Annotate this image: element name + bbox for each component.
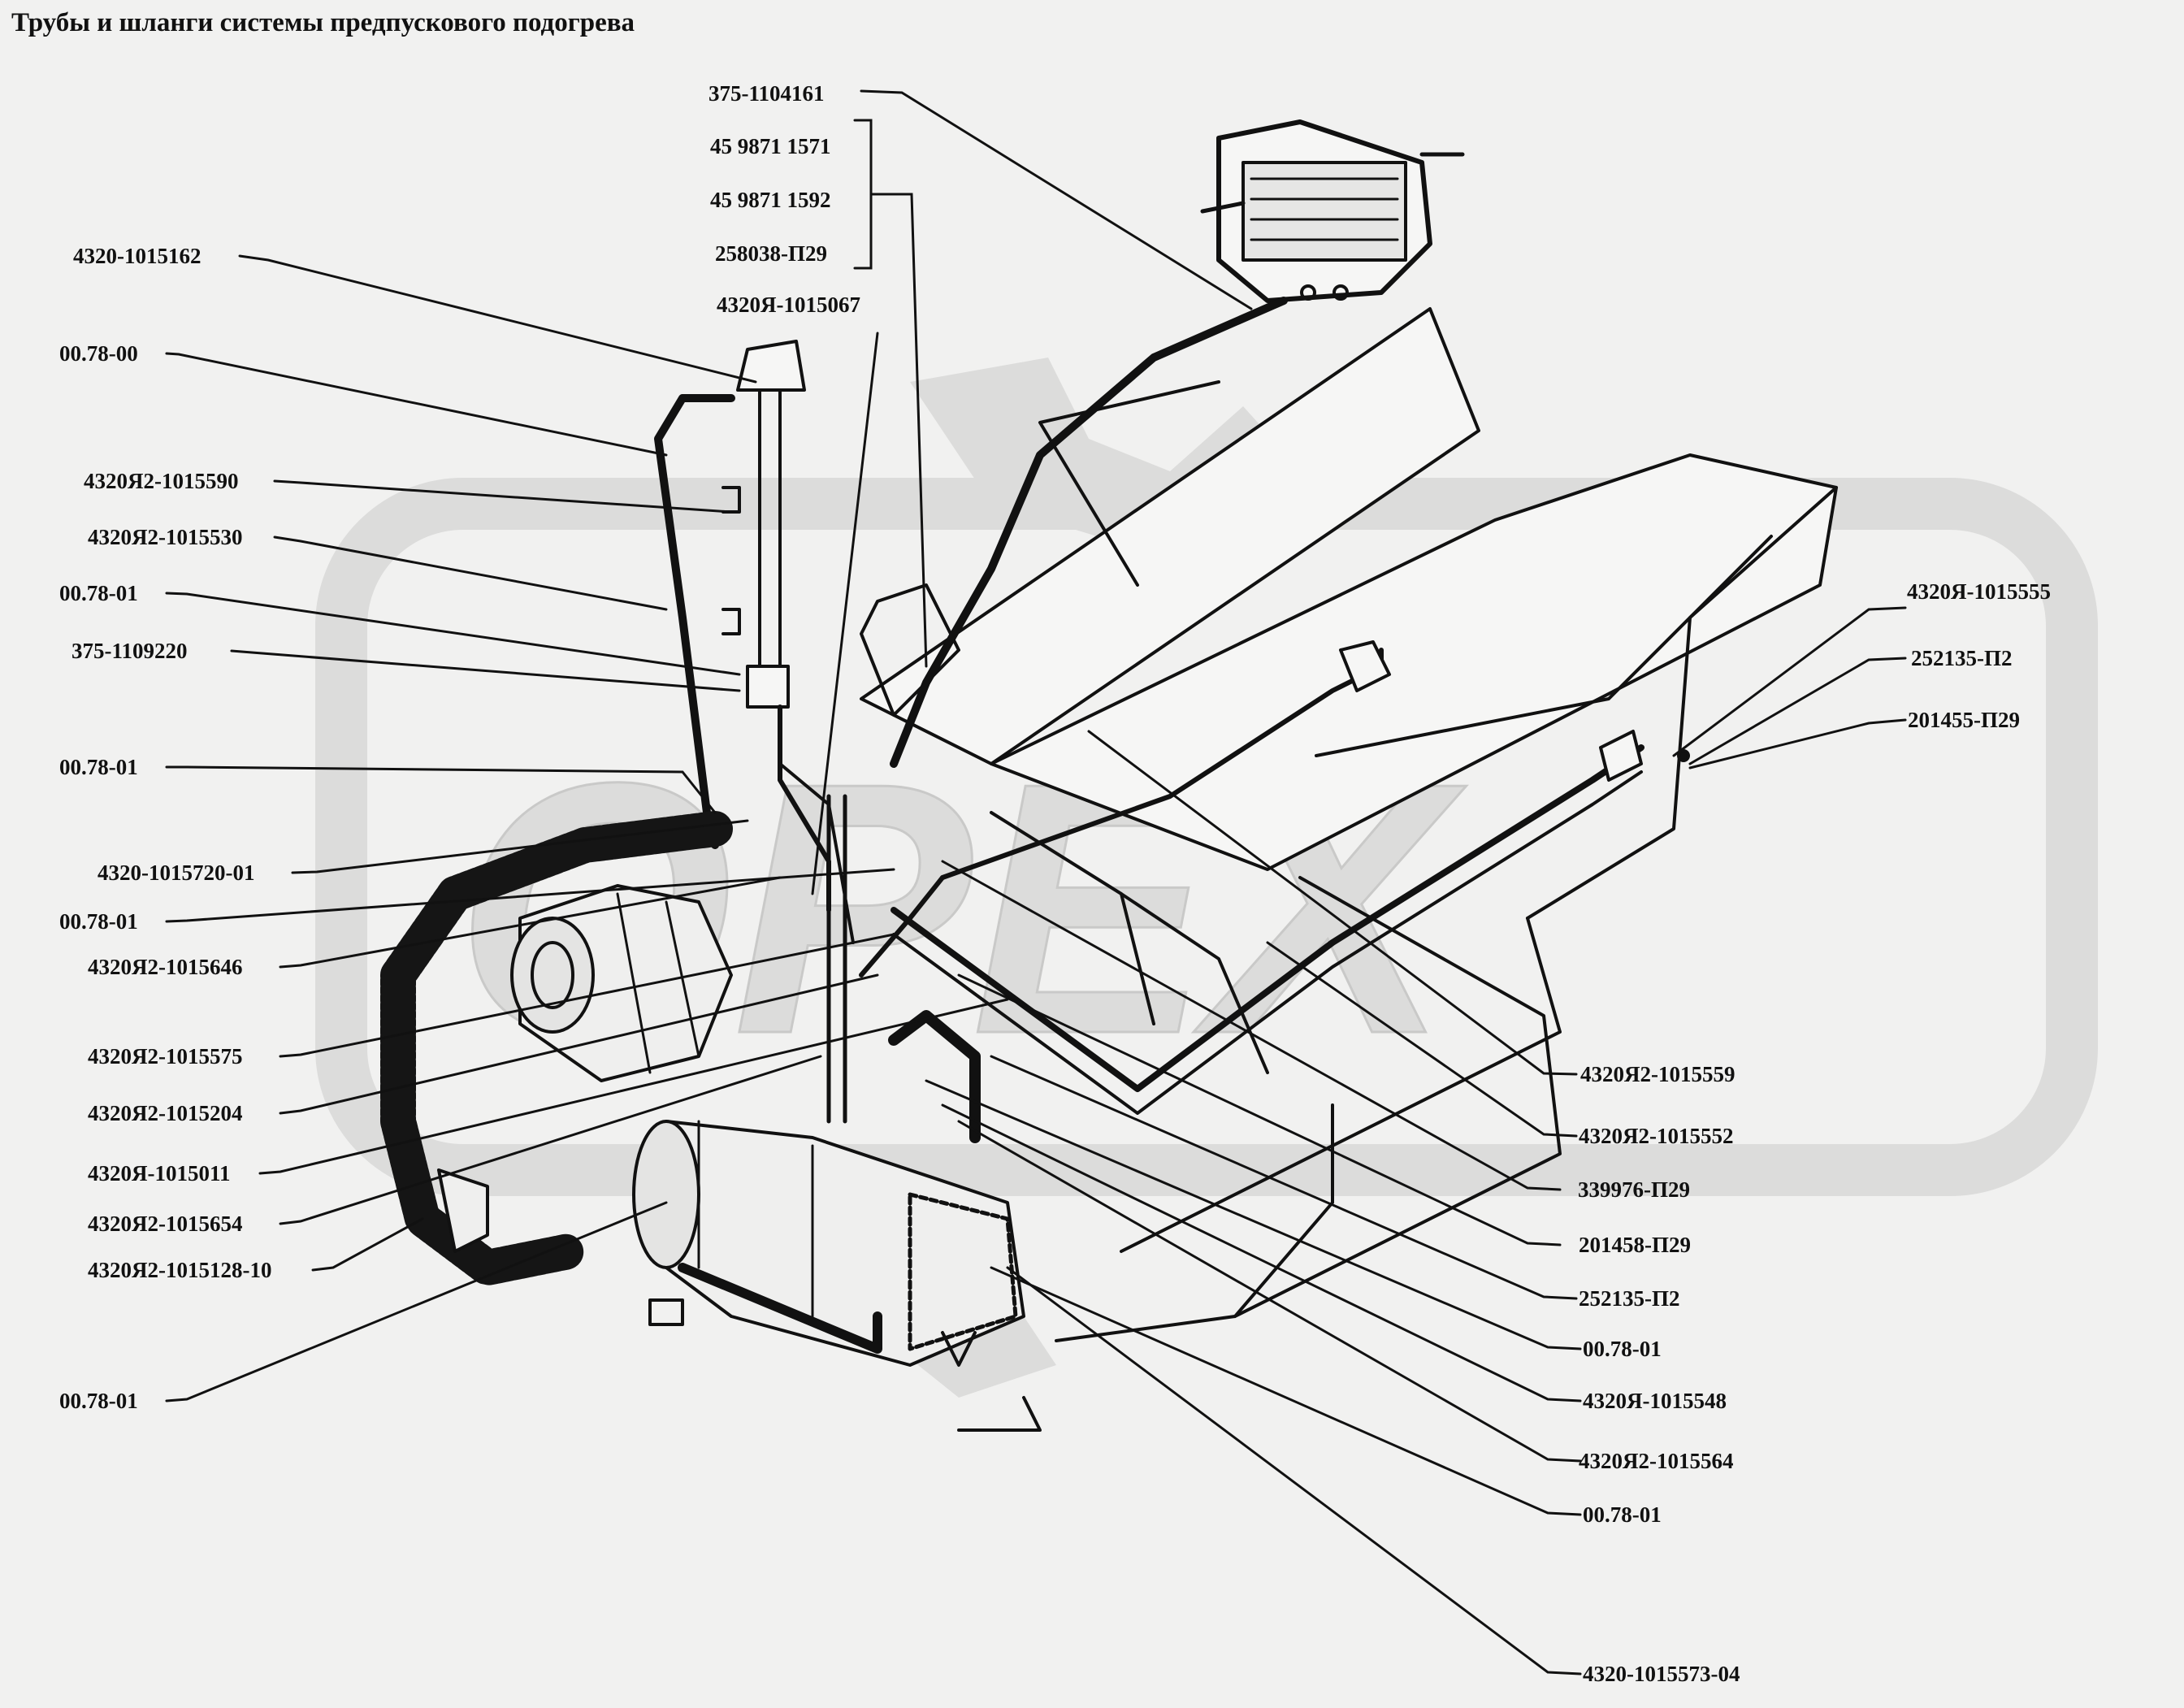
- callout-c4: 258038-П29: [715, 241, 827, 266]
- callout-c17: 4320Я2-1015204: [88, 1101, 243, 1125]
- page-title: Трубы и шланги системы предпускового под…: [11, 8, 635, 37]
- callout-c14: 00.78-01: [59, 909, 138, 934]
- expansion-tank: [1200, 119, 1465, 303]
- leader-c28: [957, 973, 1562, 1246]
- pump-assembly: [632, 1120, 1025, 1367]
- hose-tank-line: [890, 297, 1288, 768]
- leader-c15: [279, 876, 782, 969]
- leader-c22: [1672, 606, 1907, 757]
- hose-large-loop: [380, 811, 733, 1285]
- callout-c32: 4320Я2-1015564: [1579, 1449, 1734, 1473]
- callout-c26: 4320Я2-1015552: [1579, 1124, 1734, 1148]
- leader-c17: [279, 973, 879, 1115]
- pipe-vertical-center: [826, 794, 847, 1124]
- callout-c31: 4320Я-1015548: [1583, 1389, 1727, 1413]
- callout-c34: 4320-1015573-04: [1583, 1662, 1740, 1686]
- leader-c13: [291, 819, 749, 874]
- callout-c15: 4320Я2-1015646: [88, 955, 243, 979]
- leader-c19: [279, 1055, 822, 1225]
- leader-lines: [165, 89, 1907, 1675]
- pipe-to-heater: [778, 704, 831, 913]
- leader-c32: [957, 1120, 1582, 1463]
- callout-c12: 00.78-01: [59, 755, 138, 779]
- leader-c18: [258, 998, 1009, 1175]
- bracket-c2-c4: [853, 119, 873, 270]
- callout-c18: 4320Я-1015011: [88, 1161, 231, 1186]
- leader-c30: [925, 1079, 1582, 1350]
- callout-c30: 00.78-01: [1583, 1337, 1662, 1361]
- leader-c26: [1266, 941, 1578, 1138]
- callout-c5: 4320Я-1015067: [717, 293, 860, 317]
- pre-heater-unit: [510, 884, 733, 1082]
- leader-c23: [1688, 657, 1907, 765]
- callout-c9: 4320Я2-1015530: [88, 525, 243, 549]
- callout-c11: 375-1109220: [72, 639, 188, 663]
- leader-c24: [1688, 718, 1907, 769]
- callout-c2: 45 9871 1571: [710, 134, 831, 158]
- frame-body: [778, 307, 1838, 1432]
- leader-c21: [165, 1201, 668, 1402]
- leader-c29: [990, 1055, 1578, 1300]
- callout-c16: 4320Я2-1015575: [88, 1044, 243, 1069]
- callout-c10: 00.78-01: [59, 581, 138, 605]
- callout-c29: 252135-П2: [1579, 1286, 1680, 1311]
- leader-c8: [273, 479, 733, 514]
- callout-c27: 339976-П29: [1578, 1177, 1690, 1202]
- callout-c13: 4320-1015720-01: [98, 861, 255, 885]
- leader-c31: [941, 1103, 1582, 1402]
- leader-c11: [230, 649, 741, 692]
- leader-c1: [860, 89, 1253, 310]
- leader-c25: [1087, 730, 1578, 1076]
- leader-c7: [165, 352, 668, 457]
- callout-c21: 00.78-01: [59, 1389, 138, 1413]
- leader-c16: [279, 933, 895, 1058]
- callout-c24: 201455-П29: [1908, 708, 2020, 732]
- callout-c8: 4320Я2-1015590: [84, 469, 239, 493]
- clamp-right: [1599, 730, 1643, 782]
- callout-c20: 4320Я2-1015128-10: [88, 1258, 272, 1282]
- leader-c12: [165, 765, 717, 814]
- leader-c9: [273, 535, 668, 611]
- callout-c28: 201458-П29: [1579, 1233, 1691, 1257]
- callout-c3: 45 9871 1592: [710, 188, 831, 212]
- flange-upper-right: [1339, 640, 1391, 692]
- callout-c7: 00.78-00: [59, 341, 138, 366]
- leader-c20: [311, 1217, 424, 1272]
- leader-c34: [1006, 1266, 1582, 1675]
- callout-c22: 4320Я-1015555: [1907, 579, 2051, 604]
- callout-c6: 4320-1015162: [73, 244, 202, 268]
- leader-c6: [238, 254, 757, 384]
- heater-system-drawing: [380, 119, 1838, 1432]
- leader-c27: [941, 860, 1562, 1191]
- leader-c5: [811, 332, 879, 895]
- leader-c33: [990, 1266, 1582, 1516]
- callout-c23: 252135-П2: [1911, 646, 2013, 670]
- callout-c1: 375-1104161: [708, 81, 825, 106]
- mount-plate: [437, 1168, 489, 1253]
- leader-c2c4: [869, 193, 928, 668]
- callout-c25: 4320Я2-1015559: [1580, 1062, 1736, 1086]
- leader-c14: [165, 868, 895, 923]
- callout-c19: 4320Я2-1015654: [88, 1212, 243, 1236]
- callout-c33: 00.78-01: [1583, 1502, 1662, 1527]
- leader-c10: [165, 592, 741, 676]
